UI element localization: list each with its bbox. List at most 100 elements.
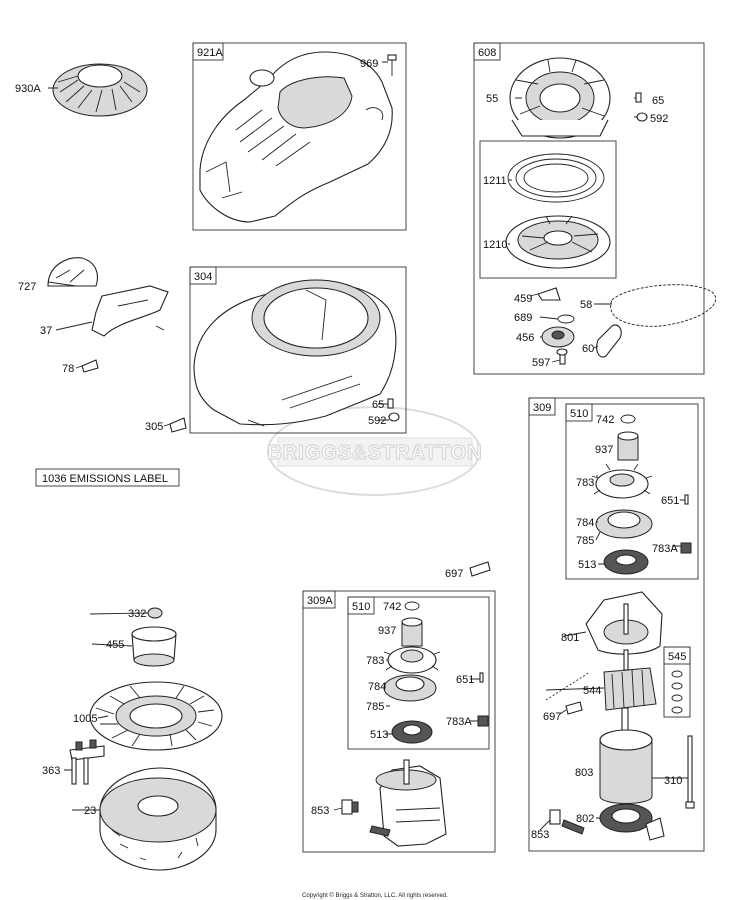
callout-937-b: 937 [378, 625, 396, 637]
part-545-washers [671, 670, 683, 714]
callout-853-b: 853 [531, 829, 549, 841]
part-784-clutch-a [595, 509, 653, 539]
callout-742-b: 742 [383, 601, 401, 613]
group-frame-608 [473, 42, 705, 375]
part-853-connector-b [549, 809, 585, 835]
part-544-armature [603, 649, 657, 735]
group-label-309: 309 [533, 402, 551, 414]
callout-58: 58 [580, 299, 592, 311]
part-304-blower-housing [193, 279, 400, 427]
part-742-snap-ring-a [620, 414, 636, 424]
part-456-retainer [541, 326, 575, 348]
callout-801: 801 [561, 632, 579, 644]
callout-459: 459 [514, 293, 532, 305]
callout-37: 37 [40, 325, 52, 337]
part-55-starter-housing [509, 57, 648, 139]
part-37-baffle [91, 285, 169, 337]
part-742-snap-ring-b [404, 601, 420, 611]
part-651-pin-a [684, 494, 689, 505]
group-frame-309 [528, 397, 705, 852]
copyright-text: Copyright © Briggs & Stratton, LLC. All … [302, 892, 448, 899]
callout-689: 689 [514, 312, 532, 324]
group-label-921A: 921A [197, 47, 223, 59]
callout-544: 544 [583, 685, 601, 697]
group-label-304: 304 [194, 271, 212, 283]
part-921A-cover [199, 51, 397, 223]
part-697-bolt-lower [545, 671, 591, 715]
callout-60: 60 [582, 343, 594, 355]
part-689-spring-small [557, 314, 575, 324]
part-58-rope [610, 284, 717, 327]
group-label-608: 608 [478, 47, 496, 59]
callout-651-a: 651 [661, 495, 679, 507]
part-937-spring-b [401, 617, 423, 647]
part-1005-fan [89, 681, 223, 751]
callout-597: 597 [532, 357, 550, 369]
part-309A-starter-motor [369, 759, 447, 847]
callout-513-a: 513 [578, 559, 596, 571]
part-937-spring-a [617, 431, 639, 461]
group-label-510-a: 510 [570, 408, 588, 420]
callout-78: 78 [62, 363, 74, 375]
callout-784-a: 784 [576, 517, 594, 529]
group-frame-608-inner [479, 140, 617, 279]
emissions-label-text: 1036 EMISSIONS LABEL [42, 473, 168, 485]
callout-697-a: 697 [445, 568, 463, 580]
group-frame-921A [192, 42, 407, 231]
part-597-screw [556, 348, 568, 365]
watermark-text: BRIGGS&STRATTON [267, 442, 482, 464]
part-651-pin-b [479, 672, 484, 683]
watermark-logo: BRIGGS&STRATTON [267, 406, 482, 496]
part-784-clutch-b [383, 674, 437, 702]
callout-456: 456 [516, 332, 534, 344]
callout-783A-a: 783A [652, 543, 678, 555]
callout-305: 305 [145, 421, 163, 433]
callout-65-b: 65 [372, 399, 384, 411]
part-455-cup [131, 626, 177, 667]
callout-742-a: 742 [596, 414, 614, 426]
callout-455: 455 [106, 639, 124, 651]
part-783A-cap-b [477, 715, 489, 727]
callout-783A-b: 783A [446, 716, 472, 728]
group-label-309A: 309A [307, 595, 333, 607]
callout-310: 310 [664, 775, 682, 787]
part-459-pawl [537, 287, 561, 301]
callout-930A: 930A [15, 83, 41, 95]
part-783A-cap-a [680, 542, 692, 554]
part-310-through-bolt [685, 735, 695, 809]
emissions-label-box [35, 468, 180, 487]
callout-1210: 1210 [483, 239, 507, 251]
callout-784-b: 784 [368, 681, 386, 693]
callout-651-b: 651 [456, 674, 474, 686]
callout-513-b: 513 [370, 729, 388, 741]
callout-937-a: 937 [595, 444, 613, 456]
callout-697-b: 697 [543, 711, 561, 723]
part-23-flywheel [99, 767, 217, 871]
group-frame-510-b [347, 596, 490, 750]
callout-969: 969 [360, 58, 378, 70]
callout-1211: 1211 [483, 175, 507, 187]
callout-802: 802 [576, 813, 594, 825]
part-60-handle [596, 324, 622, 358]
callout-785-a: 785 [576, 535, 594, 547]
callout-783-a: 783 [576, 477, 594, 489]
part-513-gear-a [603, 549, 649, 575]
callout-65-a: 65 [652, 95, 664, 107]
callout-727: 727 [18, 281, 36, 293]
part-697-bolt-upper [469, 561, 491, 577]
part-332-nut [147, 607, 163, 619]
callout-363: 363 [42, 765, 60, 777]
part-513-gear-b [391, 720, 433, 744]
callout-783-b: 783 [366, 655, 384, 667]
group-label-545: 545 [668, 651, 686, 663]
callout-55: 55 [486, 93, 498, 105]
part-783-gear-a [591, 463, 653, 499]
group-frame-510-a [565, 403, 699, 580]
callout-803: 803 [575, 767, 593, 779]
part-930A-grille [52, 63, 148, 117]
callout-592-b: 592 [368, 415, 386, 427]
part-363-bracket [69, 739, 105, 785]
callout-785-b: 785 [366, 701, 384, 713]
part-853-connector-a [341, 799, 359, 815]
part-1211-recoil-spring [507, 153, 605, 203]
